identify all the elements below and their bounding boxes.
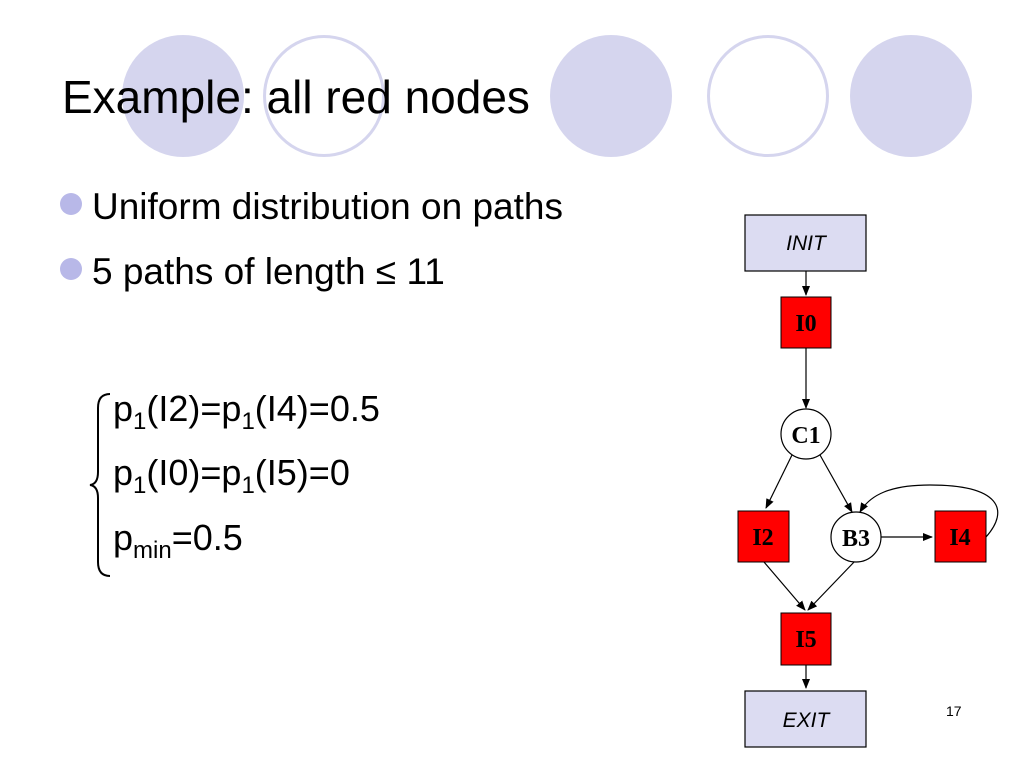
slide-number: 17 [946, 703, 962, 719]
edge-c1-i2 [765, 454, 793, 509]
equation-line: p1(I2)=p1(I4)=0.5 [113, 388, 380, 435]
bullet-text: Uniform distribution on paths [92, 186, 563, 227]
slide-title: Example: all red nodes [62, 71, 530, 123]
node-i5: I5 [780, 612, 832, 666]
decorative-ring-2 [707, 35, 829, 157]
svg-text:I0: I0 [795, 311, 816, 337]
svg-text:I2: I2 [752, 525, 773, 551]
equation-line: pmin=0.5 [113, 517, 243, 564]
decorative-circle-1 [122, 35, 244, 157]
node-c1: C1 [780, 408, 832, 460]
decorative-circle-2 [550, 35, 672, 157]
svg-text:I5: I5 [795, 627, 816, 653]
edge-i4-b3 [859, 484, 999, 538]
svg-text:C1: C1 [791, 423, 820, 449]
svg-text:INIT: INIT [786, 232, 828, 255]
edge-c1-b3 [819, 454, 853, 513]
edge-b3-i5 [807, 559, 857, 611]
bullet-item: Uniform distribution on paths [60, 186, 563, 228]
decorative-ring-1 [263, 35, 385, 157]
svg-text:B3: B3 [842, 526, 870, 552]
node-i4: I4 [934, 510, 987, 563]
edge-i2-i5 [763, 561, 806, 611]
bullet-text: 5 paths of length ≤ 11 [92, 251, 445, 292]
bullet-dot-icon [60, 193, 82, 215]
node-i0: I0 [780, 296, 832, 349]
node-init: INIT [744, 214, 867, 272]
svg-text:EXIT: EXIT [783, 709, 832, 732]
decorative-circle-3 [850, 35, 972, 157]
node-b3: B3 [830, 511, 882, 563]
svg-text:I4: I4 [949, 525, 970, 551]
equation-line: p1(I0)=p1(I5)=0 [113, 452, 350, 499]
bullet-item: 5 paths of length ≤ 11 [60, 251, 445, 293]
node-i2: I2 [737, 510, 790, 563]
curly-brace-icon [89, 393, 111, 577]
bullet-dot-icon [60, 258, 82, 280]
node-exit: EXIT [744, 690, 867, 748]
